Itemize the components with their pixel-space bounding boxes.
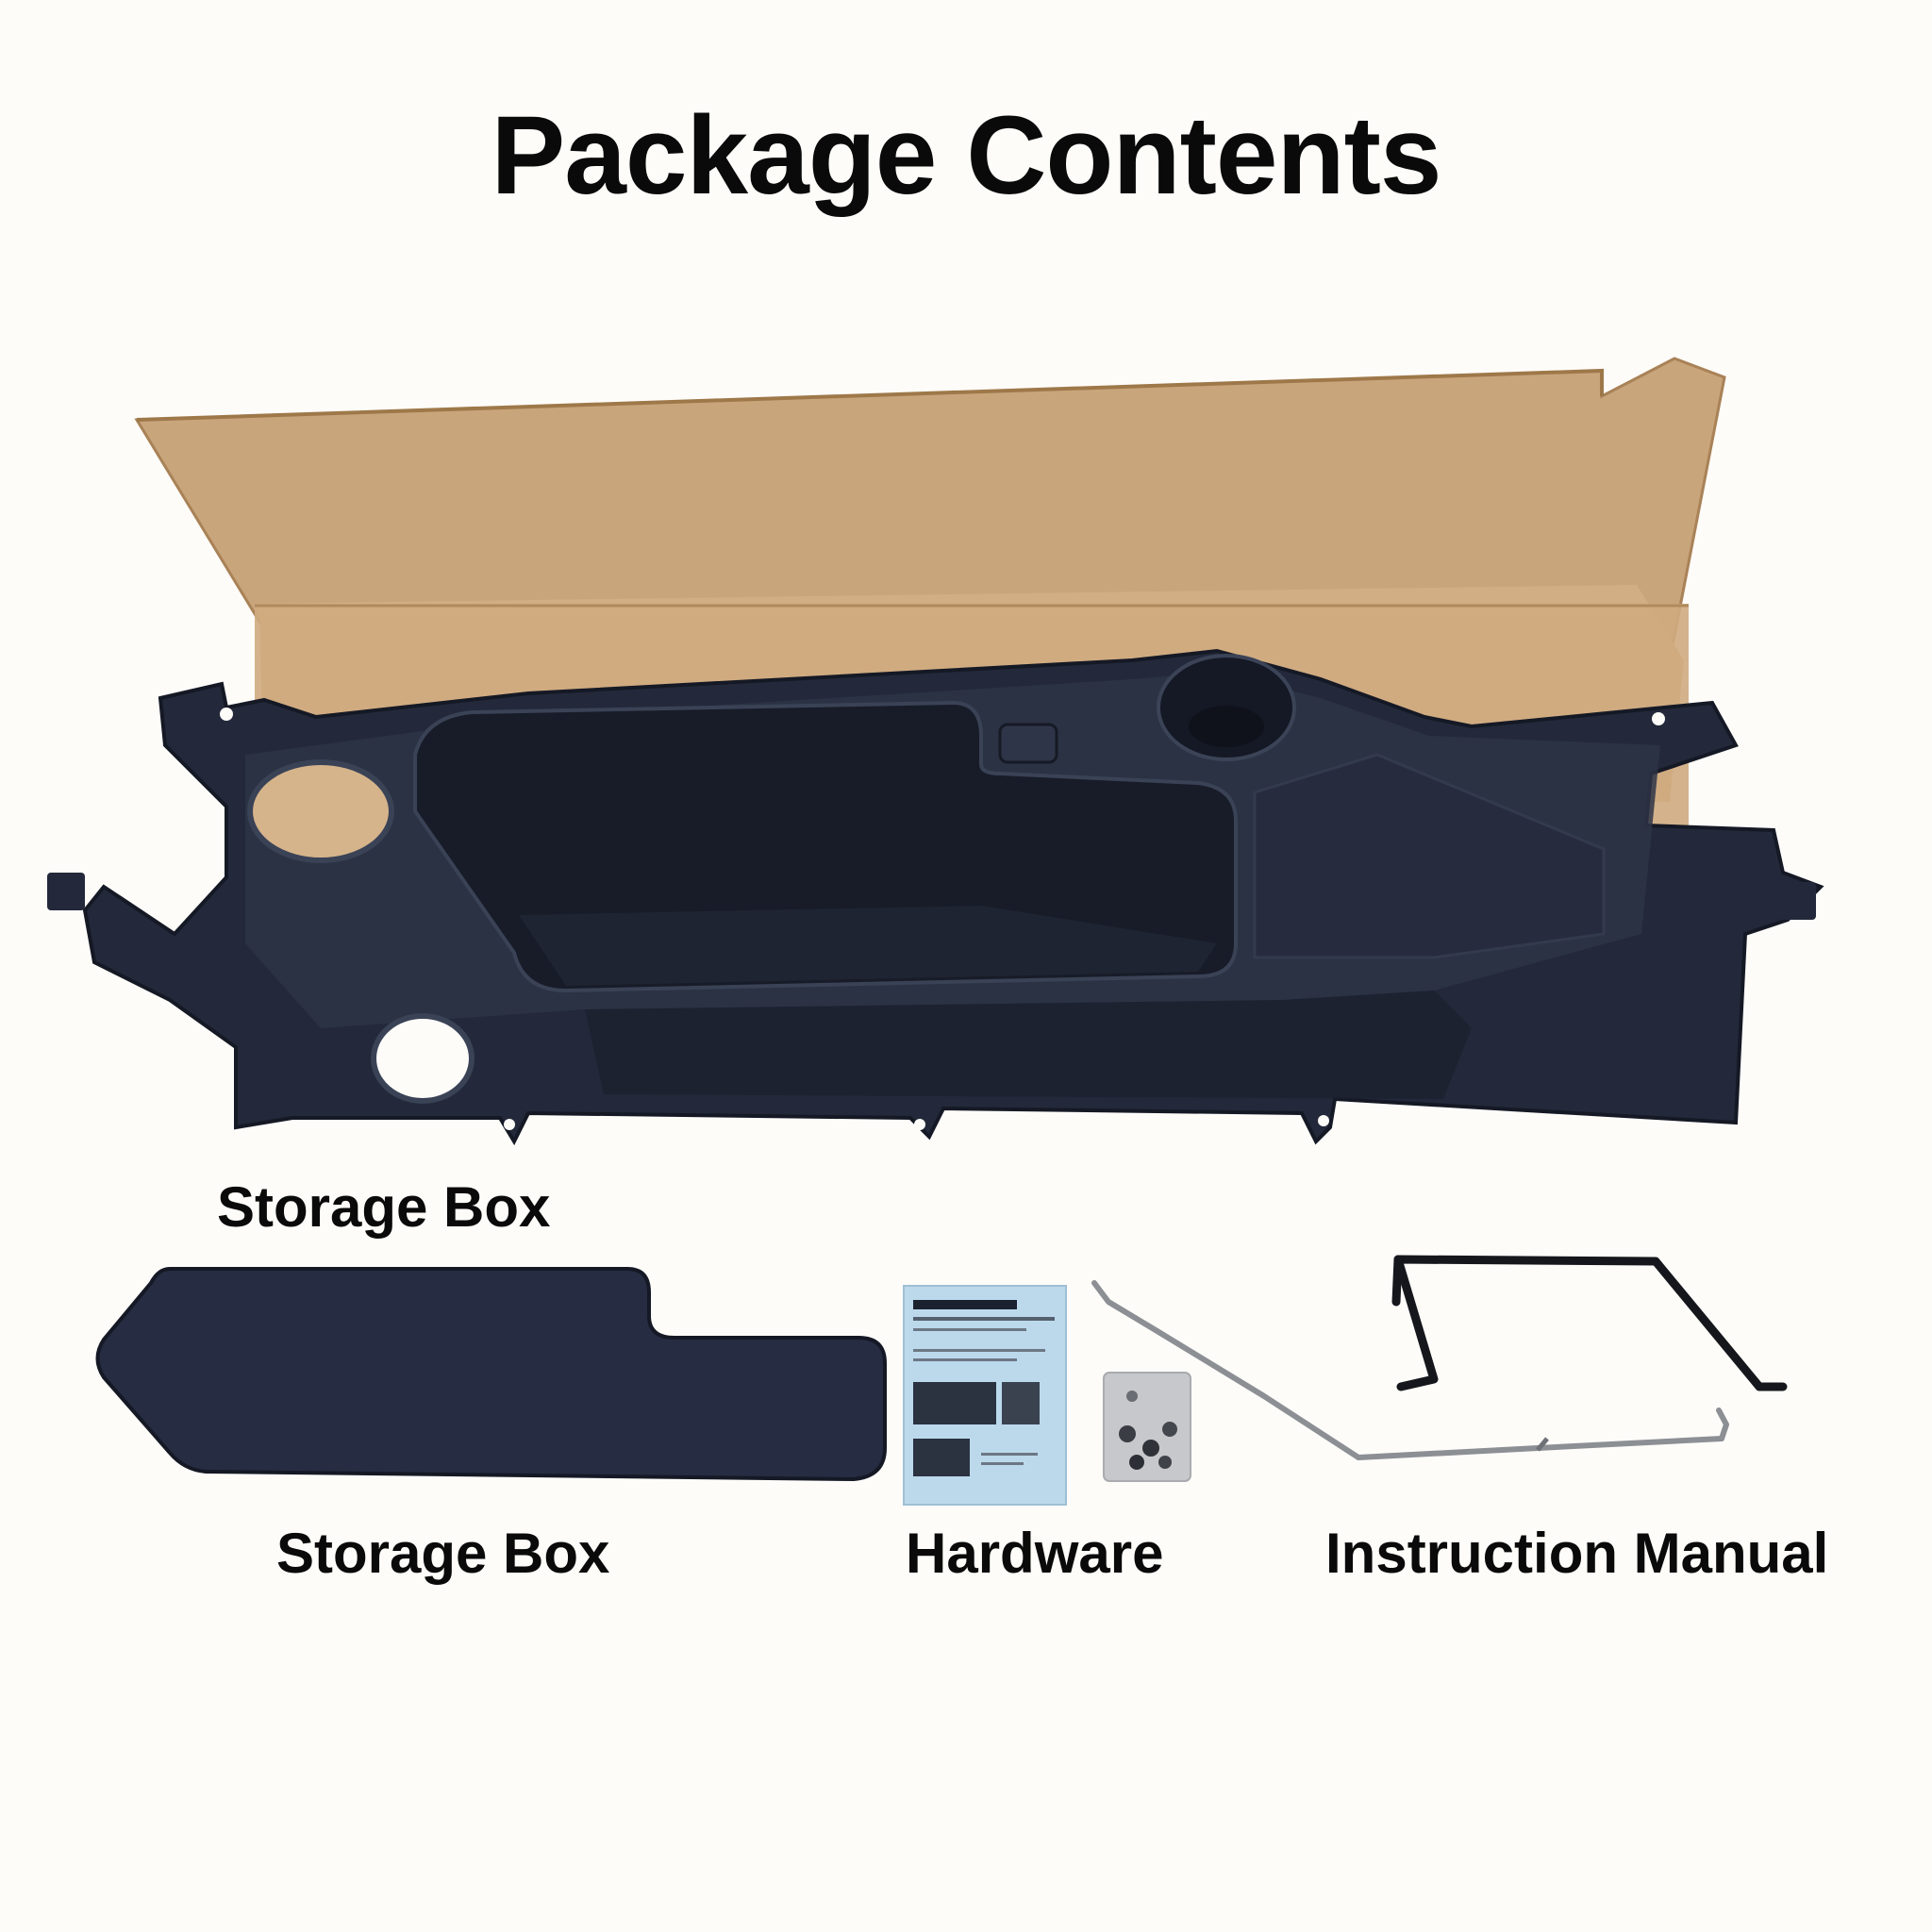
label-instruction-manual: Instruction Manual bbox=[1325, 1522, 1829, 1585]
label-hardware: Hardware bbox=[906, 1522, 1164, 1585]
instruction-manual-image bbox=[903, 1285, 1067, 1506]
bracket-image bbox=[1391, 1255, 1788, 1391]
label-storage-box-lid: Storage Box bbox=[276, 1522, 610, 1585]
page-title: Package Contents bbox=[491, 93, 1442, 218]
label-storage-box: Storage Box bbox=[217, 1175, 551, 1239]
support-rod-image bbox=[1091, 1280, 1729, 1460]
hardware-bag-image bbox=[1103, 1372, 1191, 1482]
storage-box-main-image bbox=[47, 648, 1824, 1146]
storage-box-lid-image bbox=[95, 1267, 887, 1482]
